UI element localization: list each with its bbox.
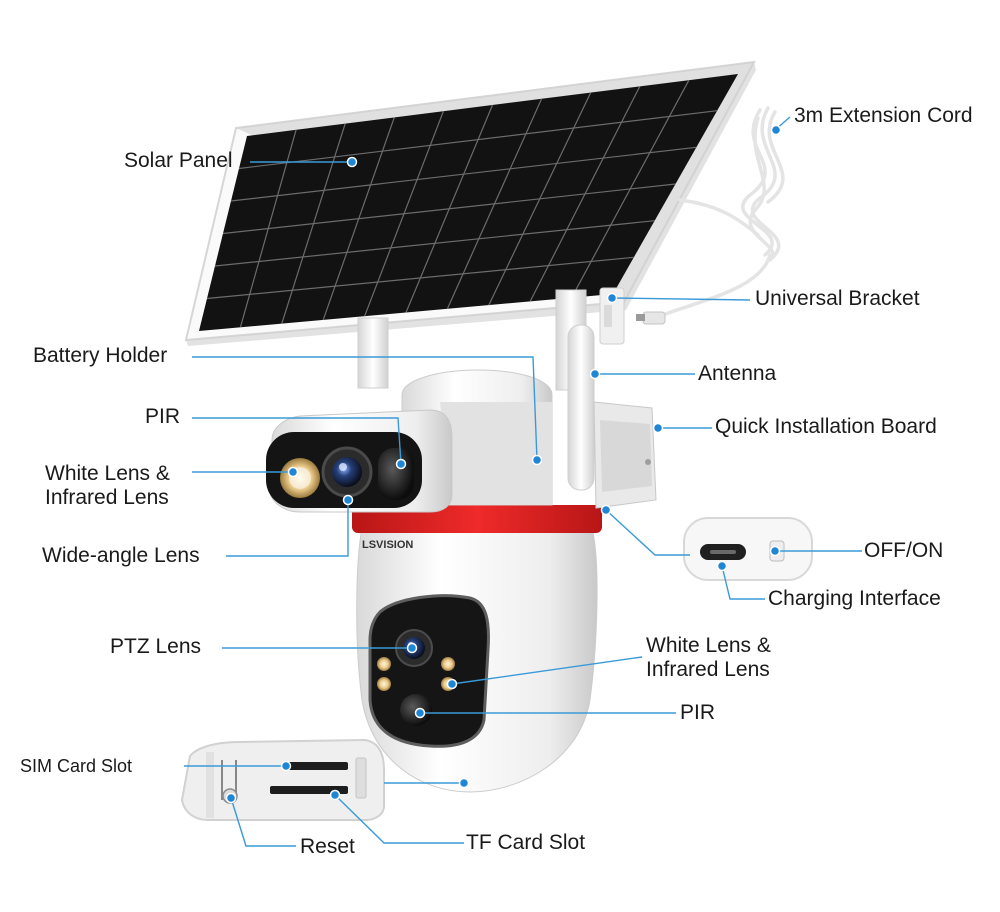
label-quick-installation-board: Quick Installation Board (715, 415, 937, 438)
cord-plug (636, 311, 666, 325)
label-sim-card-slot: SIM Card Slot (20, 756, 133, 776)
label-ptz-lens: PTZ Lens (110, 635, 202, 658)
card-slot-inset (180, 738, 385, 821)
bullet-camera-module (266, 409, 453, 513)
solar-panel-graphic (184, 60, 756, 346)
label-charging-interface: Charging Interface (768, 587, 941, 610)
label-tf-card-slot: TF Card Slot (466, 831, 586, 854)
label-pir-bottom: PIR (680, 701, 716, 724)
label-white-lens-bottom-line2: Infrared Lens (646, 658, 770, 681)
label-off-on: OFF/ON (864, 539, 944, 562)
callout-dots (225, 124, 782, 804)
label-white-lens-top-line1: White Lens & (45, 462, 170, 485)
label-reset: Reset (300, 835, 355, 858)
label-white-lens-top-line2: Infrared Lens (45, 486, 169, 509)
label-antenna: Antenna (698, 362, 777, 385)
label-pir-top: PIR (145, 405, 181, 428)
ptz-lens-module (368, 594, 490, 748)
antenna-graphic (567, 324, 595, 491)
label-solar-panel: Solar Panel (124, 149, 233, 172)
label-universal-bracket: Universal Bracket (755, 287, 920, 310)
label-white-lens-bottom-line1: White Lens & (646, 634, 771, 657)
label-battery-holder: Battery Holder (33, 344, 168, 367)
callout-lines (184, 116, 862, 847)
label-wide-angle-lens: Wide-angle Lens (42, 544, 200, 567)
installation-board-graphic (593, 401, 657, 509)
charging-interface-inset (683, 517, 813, 581)
brand-logo-text: LSVISION (362, 539, 413, 551)
label-extension-cord: 3m Extension Cord (794, 104, 973, 127)
extension-cord-graphic (653, 106, 785, 320)
